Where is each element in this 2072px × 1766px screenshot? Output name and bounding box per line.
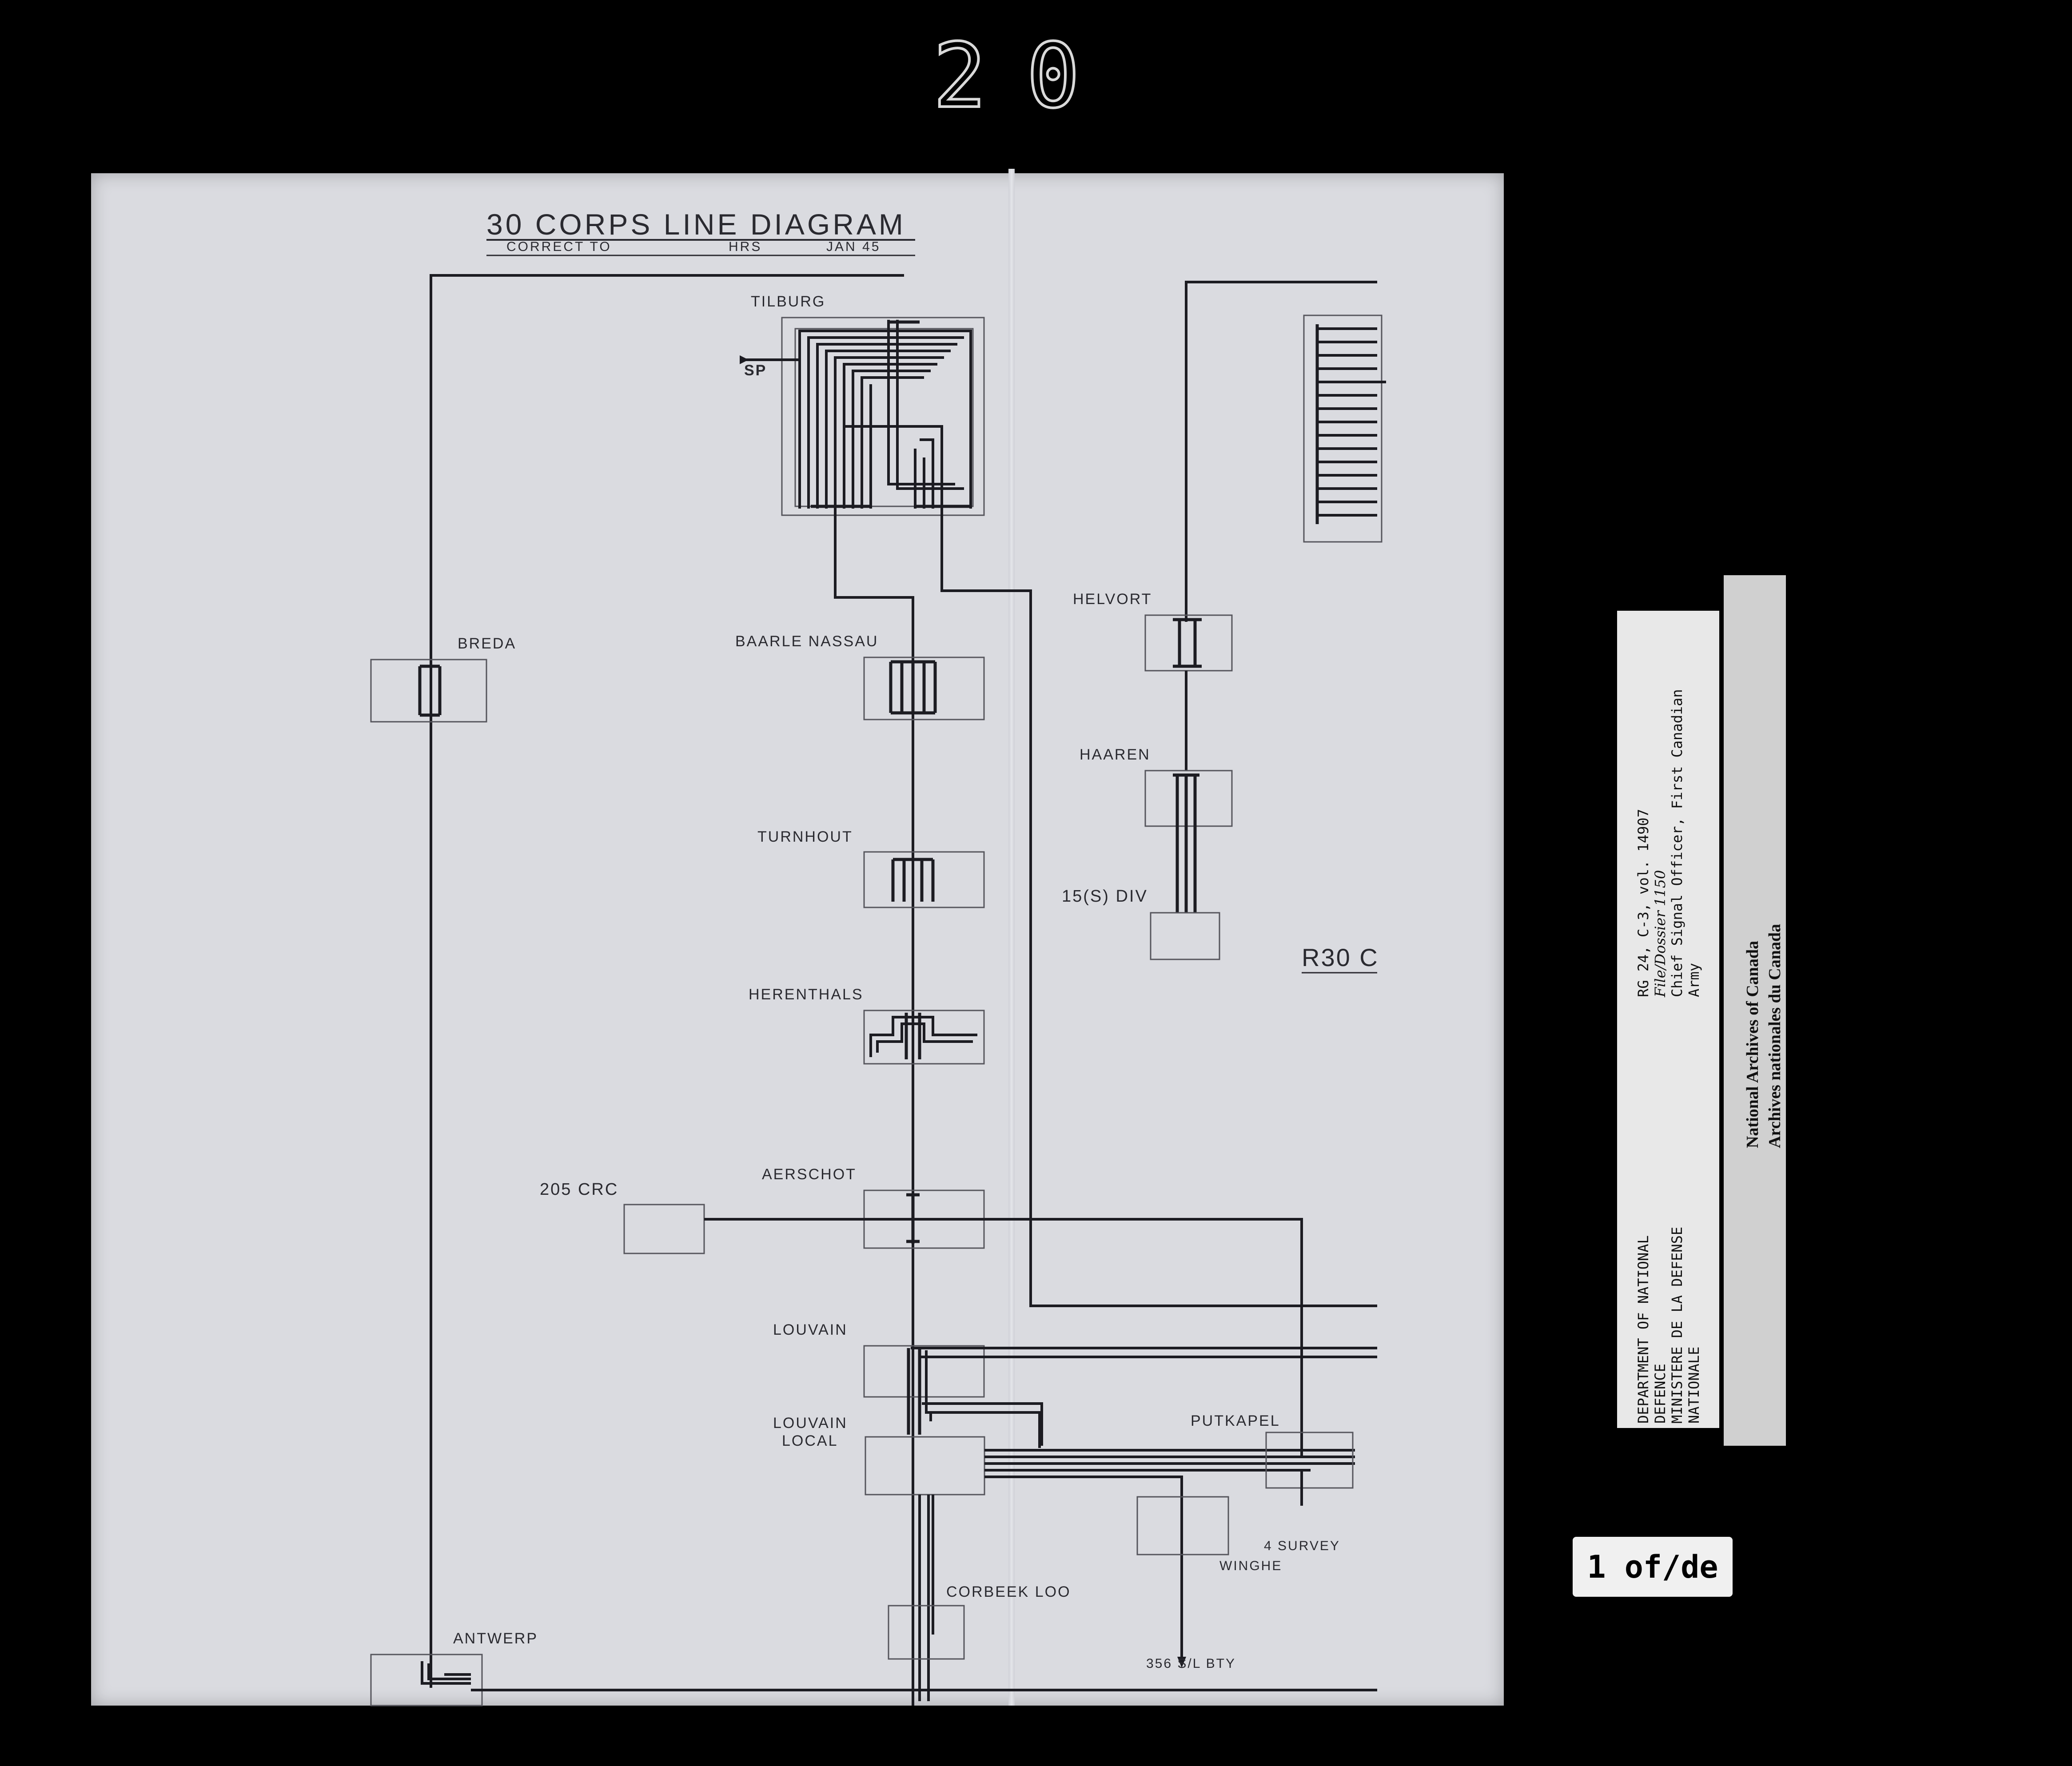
- node-label-winghe: WINGHE: [1219, 1559, 1282, 1573]
- node-box-helvort: [1144, 614, 1233, 672]
- ref-line-3: Chief Signal Officer, First Canadian: [1669, 689, 1685, 997]
- crc-line: [704, 1218, 1303, 1457]
- dept-line-3: MINISTERE DE LA DEFENSE: [1669, 1226, 1685, 1424]
- node-label-4-survey: 4 SURVEY: [1264, 1539, 1340, 1553]
- dept-line-1: DEPARTMENT OF NATIONAL: [1635, 1235, 1652, 1424]
- herenthals-wiring: [869, 1013, 977, 1059]
- correct-to-label: CORRECT TO: [506, 239, 612, 254]
- node-box-corbeek-loo: [888, 1605, 965, 1660]
- node-box-baarle-nassau: [863, 656, 985, 720]
- node-box-breda: [370, 659, 487, 723]
- node-label-corbeek-loo: CORBEEK LOO: [946, 1583, 1071, 1600]
- louvain-wiring: [907, 1347, 1377, 1448]
- trunk-tilburg-louvain: [834, 509, 914, 1706]
- antwerp-wiring: [421, 1661, 1377, 1691]
- frame-number: 20: [932, 23, 1120, 129]
- ref-line-2: File/Dossier 1150: [1652, 870, 1669, 997]
- haaren-wiring: [1173, 773, 1199, 913]
- ref-line-4: Army: [1685, 963, 1702, 997]
- node-box-205-crc: [623, 1204, 705, 1254]
- right-bus-block: [1303, 314, 1386, 543]
- node-label-turnhout: TURNHOUT: [757, 828, 853, 845]
- node-label-haaren: HAAREN: [1080, 746, 1151, 763]
- node-label-356-sl-bty: 356 S/L BTY: [1146, 1656, 1236, 1671]
- node-label-louvain: LOUVAIN: [773, 1321, 848, 1338]
- node-box-louvain: [863, 1345, 985, 1398]
- trunk-tilburg-east: [940, 509, 1377, 1307]
- node-label-205-crc: 205 CRC: [540, 1180, 618, 1199]
- hrs-label: HRS: [729, 239, 762, 254]
- turnhout-wiring: [891, 858, 935, 902]
- trunk-breda-antwerp: [430, 274, 904, 1688]
- node-box-louvain-local: [865, 1436, 985, 1496]
- trunk-right: [1185, 281, 1377, 622]
- node-label-antwerp: ANTWERP: [453, 1630, 538, 1647]
- archives-text-block: National Archives of Canada Archives nat…: [1741, 924, 1786, 1148]
- node-label-tilburg: TILBURG: [751, 293, 825, 310]
- node-box-herenthals: [863, 1010, 985, 1065]
- node-label-putkapel: PUTKAPEL: [1191, 1412, 1280, 1429]
- node-label-aerschot: AERSCHOT: [762, 1166, 857, 1183]
- archives-french: Archives nationales du Canada: [1765, 923, 1784, 1148]
- page-count-label: 1 of/de: [1573, 1537, 1733, 1597]
- archive-label-department: DEPARTMENT OF NATIONAL DEFENCE MINISTERE…: [1617, 611, 1719, 1428]
- date-label: JAN 45: [826, 239, 881, 254]
- node-label-helvort: HELVORT: [1073, 591, 1152, 608]
- diagram-title: 30 CORPS LINE DIAGRAM: [486, 208, 906, 241]
- node-label-baarle-nassau: BAARLE NASSAU: [735, 633, 878, 650]
- node-box-haaren: [1144, 770, 1233, 827]
- baarle-wiring: [889, 660, 937, 715]
- department-text-block: DEPARTMENT OF NATIONAL DEFENCE MINISTERE…: [1635, 1227, 1702, 1424]
- sp-arrow-icon: [740, 355, 749, 364]
- node-label-sp: SP: [744, 362, 767, 379]
- node-label-r30c: R30 C: [1302, 943, 1379, 971]
- node-box-putkapel: [1265, 1432, 1354, 1489]
- dept-line-4: NATIONALE: [1685, 1346, 1702, 1424]
- archive-label-national-archives: National Archives of Canada Archives nat…: [1724, 575, 1786, 1446]
- reference-text-block: RG 24, C-3, vol. 14907 File/Dossier 1150…: [1635, 689, 1702, 997]
- dept-line-2: DEFENCE: [1652, 1364, 1669, 1424]
- node-box-turnhout: [863, 851, 985, 908]
- ref-line-1: RG 24, C-3, vol. 14907: [1635, 809, 1652, 997]
- node-label-louvain-local-2: LOCAL: [782, 1432, 838, 1449]
- node-box-winghe: [1136, 1496, 1229, 1555]
- page-fold: [1008, 169, 1015, 1706]
- node-label-herenthals: HERENTHALS: [749, 986, 864, 1003]
- node-box-15s-div: [1150, 912, 1220, 960]
- tilburg-wiring: [798, 320, 972, 509]
- node-label-breda: BREDA: [458, 635, 516, 652]
- node-label-15s-div: 15(S) DIV: [1062, 887, 1148, 906]
- node-box-antwerp: [370, 1654, 483, 1706]
- louvain-local-wiring: [918, 1449, 1355, 1701]
- node-label-louvain-local-1: LOUVAIN: [773, 1415, 848, 1432]
- node-inner-tilburg: [794, 328, 974, 507]
- node-box-tilburg: [781, 317, 985, 516]
- archives-english: National Archives of Canada: [1743, 941, 1762, 1148]
